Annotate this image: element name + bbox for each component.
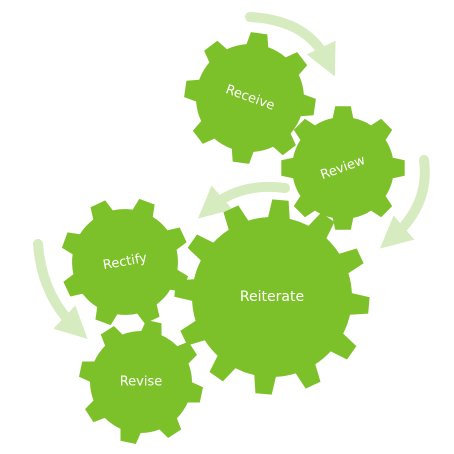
arrow-reiterate-to-rectify bbox=[197, 181, 290, 219]
gear-rectify-shape bbox=[61, 198, 189, 326]
gear-reiterate-label: Reiterate bbox=[240, 289, 304, 305]
arrow-rectify-to-revise bbox=[33, 239, 88, 339]
cycle-arrows bbox=[33, 12, 430, 339]
gear-revise-shape bbox=[79, 320, 203, 444]
gear-receive-shape bbox=[184, 32, 316, 164]
gear-review: Review bbox=[281, 106, 405, 230]
arrow-receive-to-review bbox=[245, 12, 336, 77]
gear-receive: Receive bbox=[184, 32, 316, 164]
arrow-review-to-reiterate bbox=[379, 155, 430, 249]
gear-reiterate-shape bbox=[174, 199, 370, 395]
gear-review-shape bbox=[281, 106, 405, 230]
gear-reiterate: Reiterate bbox=[174, 199, 370, 395]
gear-revise: Revise bbox=[79, 320, 203, 444]
gear-revise-label: Revise bbox=[120, 375, 163, 390]
gear-rectify: Rectify bbox=[61, 198, 189, 326]
